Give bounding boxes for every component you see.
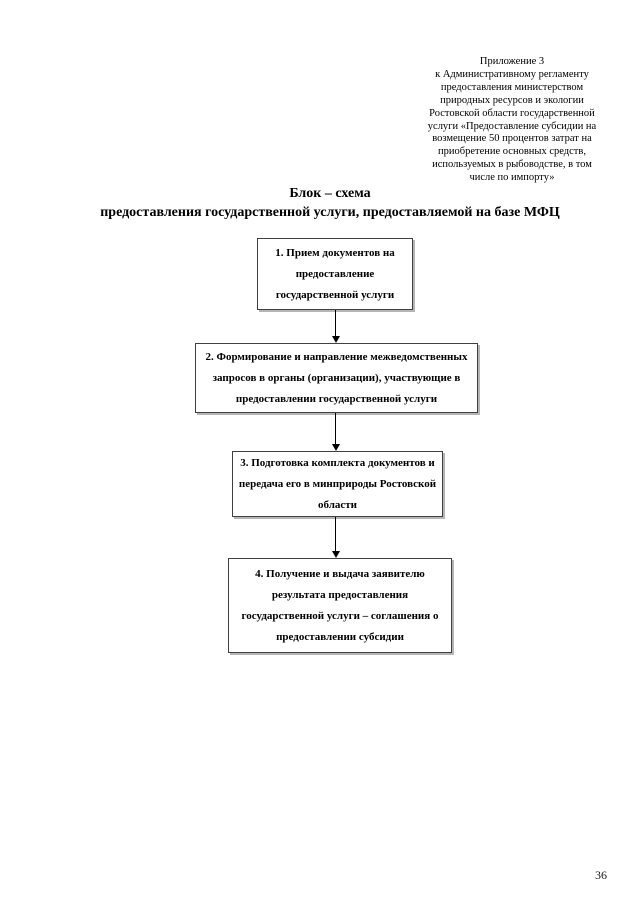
arrow-shaft	[334, 517, 337, 551]
flow-arrow-2	[330, 413, 341, 451]
annex-line: используемых в рыбоводстве, в том	[432, 159, 592, 171]
flow-step-2-line: запросов в органы (организации), участву…	[212, 371, 461, 384]
arrow-shaft	[334, 413, 337, 444]
annex-line: числе по импорту»	[469, 172, 555, 184]
page-number: 36	[595, 868, 607, 882]
arrow-shaft	[334, 310, 337, 336]
flow-step-3-line: передача его в минприроды Ростовской	[238, 477, 437, 490]
flow-arrow-1	[330, 310, 341, 343]
annex-line: приобретение основных средств,	[438, 146, 586, 158]
flow-step-2: 2. Формирование и направление межведомст…	[195, 343, 478, 413]
page-title: Блок – схема предоставления государствен…	[30, 184, 630, 222]
flow-step-4-line: 4. Получение и выдача заявителю	[255, 567, 425, 580]
annex-line: к Административному регламенту	[435, 68, 589, 80]
flow-step-3: 3. Подготовка комплекта документов и пер…	[232, 451, 443, 517]
page-title-line-2: предоставления государственной услуги, п…	[100, 205, 560, 220]
flow-arrow-3	[330, 517, 341, 558]
flow-step-1: 1. Прием документов на предоставление го…	[257, 238, 413, 310]
flow-step-4-line: государственной услуги – соглашения о	[241, 609, 439, 622]
annex-line: Ростовской области государственной	[429, 107, 595, 119]
flow-step-1-line: государственной услуги	[275, 288, 395, 301]
flow-step-4-line: результата предоставления	[271, 588, 409, 601]
flow-step-1-line: 1. Прием документов на	[275, 246, 395, 259]
flow-step-3-line: области	[317, 498, 358, 511]
arrow-down-icon	[331, 551, 340, 558]
annex-line: Приложение 3	[479, 56, 545, 67]
annex-line: природных ресурсов и экологии	[440, 94, 584, 106]
page-title-line-1: Блок – схема	[289, 186, 371, 201]
flow-step-2-line: предоставлении государственной услуги	[235, 392, 438, 405]
annex-line: услуги «Предоставление субсидии на	[427, 120, 597, 132]
annex-note: Приложение 3 к Административному регламе…	[408, 56, 616, 185]
arrow-down-icon	[331, 444, 340, 451]
annex-line: предоставления министерством	[440, 81, 584, 93]
flow-step-1-line: предоставление	[295, 267, 375, 280]
flow-step-2-line: 2. Формирование и направление межведомст…	[205, 350, 468, 363]
flow-step-4-line: предоставлении субсидии	[276, 630, 404, 643]
annex-line: возмещение 50 процентов затрат на	[432, 133, 592, 145]
flow-step-3-line: 3. Подготовка комплекта документов и	[240, 456, 435, 469]
flow-step-4: 4. Получение и выдача заявителю результа…	[228, 558, 452, 653]
arrow-down-icon	[331, 336, 340, 343]
